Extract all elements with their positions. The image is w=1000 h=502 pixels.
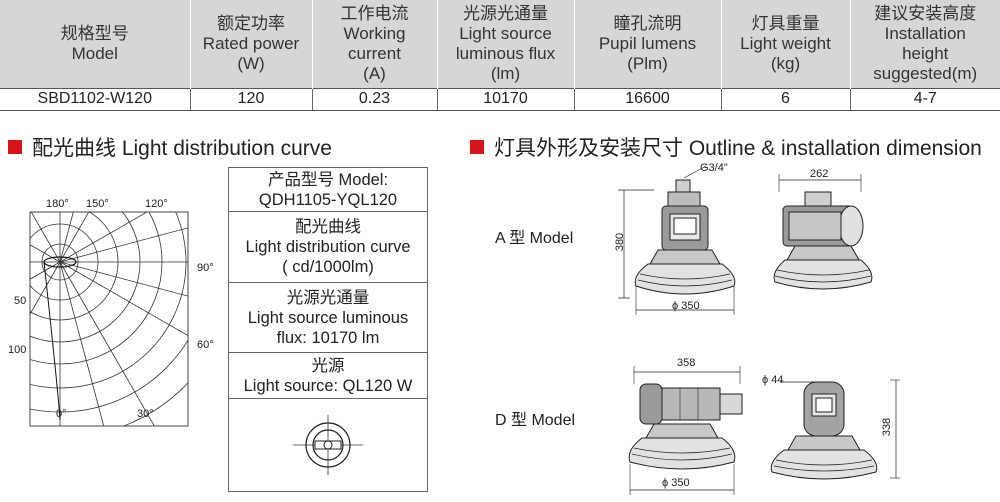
dim-height: 338 (881, 417, 894, 437)
angle-label: 30° (137, 408, 154, 420)
angle-label: 150° (86, 198, 109, 210)
cell-model: SBD1102-W120 (0, 87, 190, 111)
info-flux-value: flux: 10170 lm (276, 328, 380, 347)
model-d-front-drawing (628, 366, 743, 495)
cell-light-weight: 6 (720, 87, 850, 111)
cell-luminous-flux: 10170 (436, 87, 574, 111)
model-a-label: A 型 Model (495, 230, 574, 247)
info-flux-en: Light source luminous (247, 308, 409, 327)
section-title-outline: 灯具外形及安装尺寸 Outline & installation dimensi… (470, 132, 982, 162)
section-title-text: 配光曲线 Light distribution curve (32, 137, 332, 160)
section-title-text: 灯具外形及安装尺寸 Outline & installation dimensi… (494, 137, 982, 160)
info-source: 光源 Light source: QL120 W (229, 353, 427, 399)
lamp-symbol-icon (293, 415, 363, 475)
cell-pupil-lumens: 16600 (573, 87, 721, 111)
info-curve-zh: 配光曲线 (295, 218, 361, 236)
radial-label: 50 (14, 295, 27, 307)
info-flux: 光源光通量 Light source luminous flux: 10170 … (229, 283, 427, 353)
info-model-label: 产品型号 Model: (267, 170, 389, 189)
dim-diameter: ϕ 350 (672, 300, 700, 312)
info-model-value: QDH1105-YQL120 (258, 190, 398, 209)
model-d-label: D 型 Model (495, 412, 576, 429)
cell-installation-height: 4-7 (849, 87, 1000, 111)
polar-grid (29, 211, 189, 427)
radial-label: 100 (8, 344, 27, 356)
angle-label: 180° (46, 198, 69, 210)
table-row: SBD1102-W120 120 0.23 10170 16600 6 4-7 (0, 87, 1000, 111)
dim-length: 358 (677, 357, 696, 369)
dim-width: 262 (810, 168, 829, 180)
cell-working-current: 0.23 (311, 87, 437, 111)
model-d-side-drawing (770, 379, 900, 480)
cell-rated-power: 120 (189, 87, 312, 111)
model-a-front-drawing (618, 165, 736, 315)
angle-label: 0° (56, 408, 67, 420)
info-flux-zh: 光源光通量 (286, 288, 370, 307)
info-lamp-symbol (229, 399, 427, 491)
angle-label: 120° (145, 198, 168, 210)
bullet-square-icon (470, 140, 484, 154)
polar-distribution-chart: 180° 150° 120° 90° 60° 0° 30° 50 100 (0, 190, 225, 430)
dim-thread: G3/4" (700, 162, 728, 174)
info-model: 产品型号 Model: QDH1105-YQL120 (229, 168, 427, 212)
dim-height: 380 (614, 232, 627, 252)
section-title-light-distribution: 配光曲线 Light distribution curve (8, 132, 332, 162)
dim-diameter: ϕ 350 (662, 477, 690, 489)
bullet-square-icon (8, 140, 22, 154)
angle-label: 60° (197, 339, 214, 351)
info-curve-unit: ( cd/1000lm) (282, 258, 374, 276)
dim-pipe-diameter: ϕ 44 (762, 374, 784, 386)
info-source-zh: 光源 (311, 356, 345, 375)
info-source-value: Light source: QL120 W (243, 376, 413, 395)
angle-label: 90° (197, 262, 214, 274)
model-a-side-drawing (773, 174, 873, 290)
product-info-box: 产品型号 Model: QDH1105-YQL120 配光曲线 Light di… (228, 167, 428, 492)
info-curve: 配光曲线 Light distribution curve ( cd/1000l… (229, 212, 427, 283)
info-curve-en: Light distribution curve (245, 238, 411, 256)
